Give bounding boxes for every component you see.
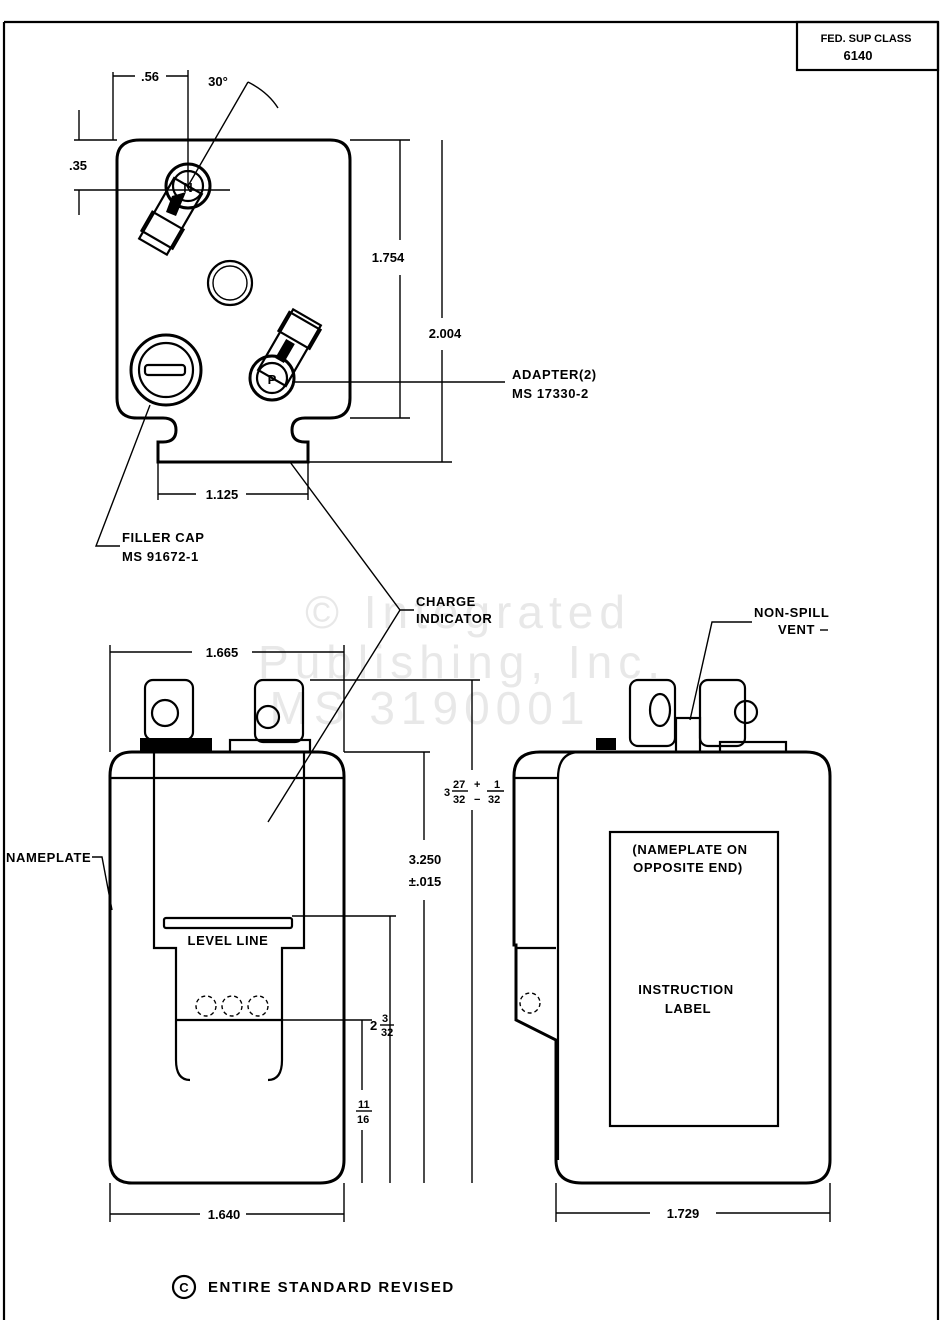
charge-indicator-callout: CHARGE INDICATOR bbox=[267, 461, 492, 823]
dim-width-bottom: 1.640 bbox=[208, 1207, 241, 1222]
dim-level-whole: 2 bbox=[370, 1018, 377, 1033]
dim-level-num: 3 bbox=[382, 1013, 388, 1025]
label-note-line-2: OPPOSITE END) bbox=[633, 860, 743, 875]
revision-note: C ENTIRE STANDARD REVISED bbox=[171, 1274, 455, 1300]
dim-height-overall: 2.004 bbox=[429, 326, 462, 341]
dim-height-case-tolerance: ±.015 bbox=[409, 874, 441, 889]
dim-height-overall-den: 32 bbox=[453, 794, 465, 806]
dim-terminal-offset-y: .35 bbox=[69, 158, 87, 173]
watermark: © Integrated Publishing, Inc. MS 3190001 bbox=[258, 586, 660, 734]
title-block: FED. SUP CLASS 6140 bbox=[795, 20, 940, 72]
instruction-label-line-1: INSTRUCTION bbox=[638, 982, 733, 997]
revision-note-text: ENTIRE STANDARD REVISED bbox=[208, 1279, 455, 1296]
dim-side-width: 1.729 bbox=[667, 1206, 700, 1221]
revision-symbol: C bbox=[179, 1280, 189, 1295]
filler-cap bbox=[129, 333, 203, 407]
dim-height-tol-plus: + bbox=[474, 779, 480, 791]
charge-indicator-line-2: INDICATOR bbox=[416, 611, 492, 626]
dim-height-tol-num: 1 bbox=[494, 779, 500, 791]
dim-terminal-offset-x: .56 bbox=[141, 69, 159, 84]
top-view: N P .56 30° .35 bbox=[69, 69, 597, 564]
dim-base-den: 16 bbox=[357, 1114, 369, 1126]
level-line-mark bbox=[162, 916, 294, 930]
vent-callout-line-1: NON-SPILL bbox=[754, 605, 829, 620]
top-view-outline bbox=[115, 138, 352, 464]
positive-terminal-adapter: P bbox=[248, 307, 323, 402]
dim-height-overall-whole: 3 bbox=[444, 787, 450, 799]
front-case-outline bbox=[108, 750, 346, 1185]
watermark-line-1: © Integrated bbox=[305, 586, 631, 638]
filler-cap-callout-line-2: MS 91672-1 bbox=[122, 549, 199, 564]
positive-terminal-mark: P bbox=[268, 372, 277, 387]
negative-terminal-adapter: N bbox=[137, 162, 212, 257]
dim-level-den: 32 bbox=[381, 1027, 393, 1039]
label-note-line-1: (NAMEPLATE ON bbox=[632, 842, 747, 857]
vent-callout-line-2: VENT bbox=[778, 622, 815, 637]
dim-width-top: 1.665 bbox=[206, 645, 239, 660]
watermark-line-3: MS 3190001 bbox=[270, 682, 591, 734]
dim-base-num: 11 bbox=[358, 1099, 370, 1111]
center-plug bbox=[206, 259, 254, 307]
dim-angle: 30° bbox=[208, 74, 228, 89]
sheet-border bbox=[2, 20, 940, 1320]
side-case-outline bbox=[512, 750, 832, 1185]
filler-cap-callout-line-1: FILLER CAP bbox=[122, 530, 205, 545]
dim-height-case: 3.250 bbox=[409, 852, 442, 867]
dim-height-tol-den: 32 bbox=[488, 794, 500, 806]
instruction-label-area bbox=[608, 830, 780, 1128]
front-view: LEVEL LINE 1.665 3 27 32 + − 1 32 3.250 … bbox=[6, 645, 504, 1222]
fed-sup-class-label: FED. SUP CLASS bbox=[821, 33, 912, 45]
revision-symbol-circle bbox=[171, 1274, 197, 1300]
charge-indicator-line-1: CHARGE bbox=[416, 594, 476, 609]
side-view: (NAMEPLATE ON OPPOSITE END) INSTRUCTION … bbox=[512, 605, 832, 1222]
adapter-callout-line-2: MS 17330-2 bbox=[512, 386, 589, 401]
dim-height-tol-minus: − bbox=[474, 794, 480, 806]
dim-height-body: 1.754 bbox=[372, 250, 405, 265]
nameplate-callout: NAMEPLATE bbox=[6, 850, 91, 865]
dim-slot-spacing: 1.125 bbox=[206, 487, 239, 502]
level-line-label: LEVEL LINE bbox=[188, 933, 269, 948]
fed-sup-class-number: 6140 bbox=[844, 48, 873, 63]
negative-terminal-mark: N bbox=[183, 180, 192, 195]
dim-height-overall-num: 27 bbox=[453, 779, 465, 791]
adapter-callout-line-1: ADAPTER(2) bbox=[512, 367, 597, 382]
instruction-label-line-2: LABEL bbox=[665, 1001, 711, 1016]
